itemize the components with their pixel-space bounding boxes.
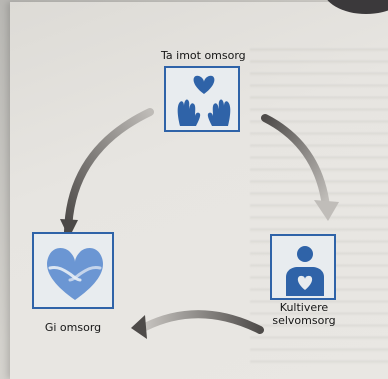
hands-heart-icon (177, 75, 231, 126)
arrow-receive-to-cultivate (261, 114, 330, 210)
label-give: Gi omsorg (44, 321, 102, 334)
node-cultivate (270, 234, 336, 300)
arrowhead-to-give (131, 315, 147, 339)
handshake-heart-icon (47, 248, 103, 300)
person-heart-icon (286, 246, 324, 296)
label-cultivate-line-2: selvomsorg (272, 314, 336, 327)
label-cultivate: Kultivere selvomsorg (271, 301, 337, 327)
node-give (32, 232, 114, 309)
arrowhead-to-give-start (60, 219, 78, 238)
arrow-give-to-receive (64, 108, 154, 236)
label-receive: Ta imot omsorg (161, 49, 246, 62)
arrow-cultivate-to-give (141, 310, 264, 334)
arrowhead-to-cultivate (314, 200, 339, 221)
node-receive (164, 66, 240, 132)
label-cultivate-line-1: Kultivere (279, 301, 329, 314)
